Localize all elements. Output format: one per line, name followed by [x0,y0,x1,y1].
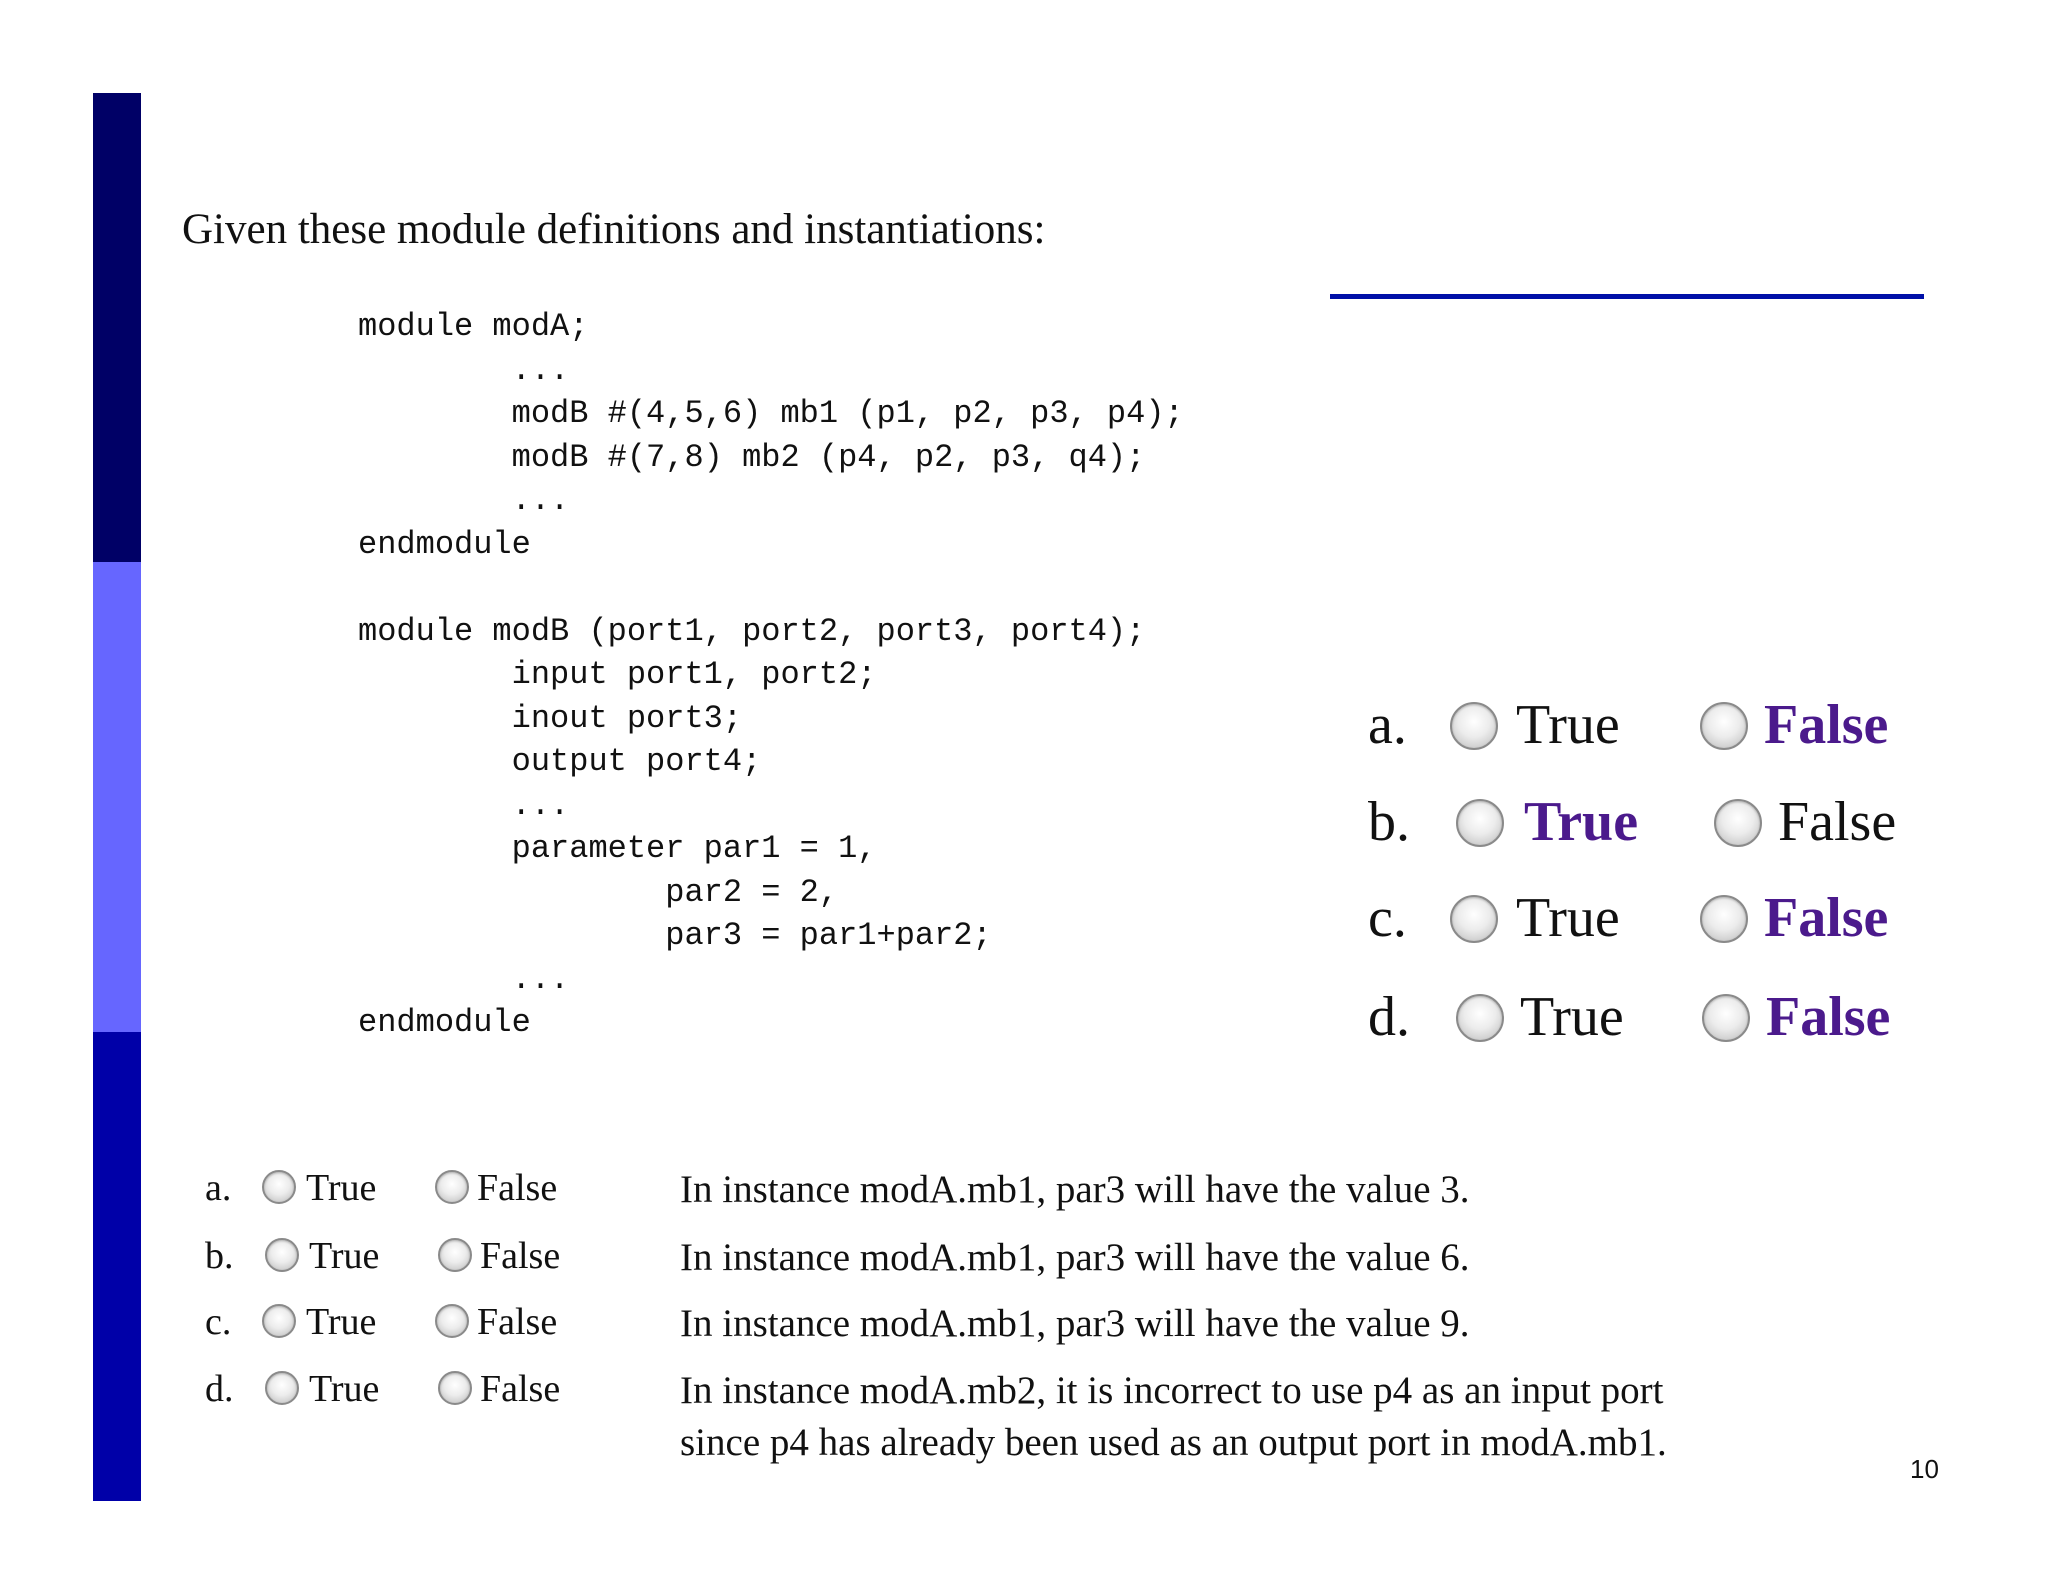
radio-false[interactable] [1702,994,1750,1042]
true-label: True [306,1167,377,1209]
true-label: True [309,1235,380,1277]
code-line: ... [358,960,570,998]
question-letter: a. [205,1167,232,1209]
false-label: False [1764,887,1889,949]
question-statement: In instance modA.mb1, par3 will have the… [680,1236,1470,1279]
question-letter: c. [205,1301,232,1343]
slide-title: Given these module definitions and insta… [182,206,1046,253]
true-label: True [1516,887,1620,949]
radio-true[interactable] [262,1304,296,1338]
code-line: par3 = par1+par2; [358,917,992,954]
radio-true[interactable] [1450,895,1498,943]
question-statement: In instance modA.mb1, par3 will have the… [680,1168,1470,1211]
radio-false[interactable] [435,1170,469,1204]
question-letter: b. [205,1235,234,1277]
code-line: par2 = 2, [358,873,839,911]
code-line: input port1, port2; [358,656,877,693]
radio-true[interactable] [1456,799,1504,847]
radio-true[interactable] [265,1238,299,1272]
code-line: parameter par1 = 1, [358,830,877,867]
false-label: False [1766,986,1891,1048]
true-label: True [1524,791,1639,853]
code-line: modB #(4,5,6) mb1 (p1, p2, p3, p4); [358,395,1184,432]
code-line: module modB (port1, port2, port3, port4)… [358,612,1146,650]
code-line: ... [358,786,570,824]
radio-true[interactable] [262,1170,296,1204]
question-statement: In instance modA.mb2, it is incorrect to… [680,1365,1667,1469]
code-line: ... [358,351,570,389]
false-label: False [1778,791,1897,853]
horizontal-rule [1330,294,1924,299]
false-label: False [477,1301,558,1343]
statement-line: In instance modA.mb2, it is incorrect to… [680,1369,1664,1412]
radio-false[interactable] [1714,799,1762,847]
code-line: output port4; [358,743,762,780]
true-label: True [306,1301,377,1343]
radio-false[interactable] [438,1371,472,1405]
code-line: modB #(7,8) mb2 (p4, p2, p3, q4); [358,438,1146,476]
radio-true[interactable] [1450,702,1498,750]
radio-false[interactable] [1700,702,1748,750]
answer-letter: a. [1368,694,1407,756]
answer-letter: b. [1368,791,1410,853]
true-label: True [309,1368,380,1410]
code-line: endmodule [358,525,531,563]
false-label: False [480,1235,561,1277]
side-bar-middle [93,562,141,1032]
false-label: False [477,1167,558,1209]
code-line: inout port3; [358,699,743,737]
false-label: False [480,1368,561,1410]
side-bar-bottom [93,1032,141,1501]
code-block: module modA; ... modB #(4,5,6) mb1 (p1, … [358,305,1184,1045]
page-number: 10 [1910,1454,1939,1484]
answer-letter: c. [1368,887,1407,949]
question-letter: d. [205,1368,234,1410]
true-label: True [1520,986,1624,1048]
radio-false[interactable] [435,1304,469,1338]
radio-false[interactable] [438,1238,472,1272]
side-bar-top [93,93,141,562]
true-label: True [1516,694,1620,756]
answer-letter: d. [1368,986,1410,1048]
false-label: False [1764,694,1889,756]
radio-true[interactable] [265,1371,299,1405]
code-line: ... [358,482,570,519]
question-statement: In instance modA.mb1, par3 will have the… [680,1302,1470,1345]
code-line: endmodule [358,1004,531,1041]
radio-false[interactable] [1700,895,1748,943]
statement-line: since p4 has already been used as an out… [680,1421,1667,1464]
code-line: module modA; [358,308,589,345]
radio-true[interactable] [1456,994,1504,1042]
